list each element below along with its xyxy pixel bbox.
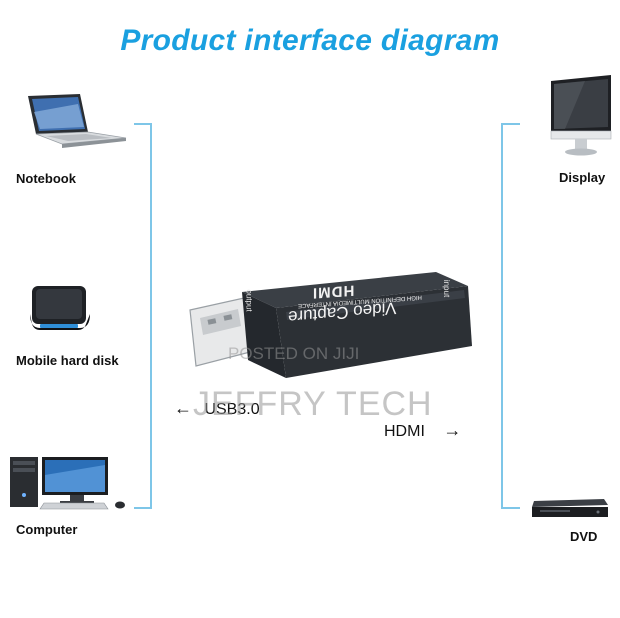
left-bracket-line bbox=[134, 123, 152, 509]
right-arrow-icon: → bbox=[443, 420, 462, 440]
hdmi-label: HDMI bbox=[384, 423, 425, 440]
desktop-computer-icon bbox=[10, 457, 125, 510]
right-bracket-line bbox=[501, 123, 520, 509]
video-capture-device bbox=[189, 272, 472, 378]
usb-label: USB3.0 bbox=[204, 401, 260, 418]
left-device-notebook: Notebook bbox=[16, 171, 76, 186]
left-arrow-icon: ← bbox=[174, 398, 192, 418]
watermark-brand: JEFFRY TECH bbox=[193, 385, 433, 423]
usb-port-label: ← USB3.0 bbox=[174, 398, 260, 419]
device-side-output: output bbox=[244, 289, 254, 312]
device-side-input: input bbox=[442, 279, 452, 298]
dvd-player-icon bbox=[532, 499, 608, 517]
device-top bbox=[242, 272, 468, 308]
monitor-icon bbox=[550, 75, 612, 156]
hard-disk-icon bbox=[30, 286, 90, 330]
left-device-mobile-hard-disk: Mobile hard disk bbox=[16, 353, 119, 368]
right-device-dvd: DVD bbox=[570, 529, 598, 544]
device-front bbox=[242, 292, 286, 378]
left-device-computer: Computer bbox=[16, 522, 78, 537]
watermark-posted: POSTED ON JIJI bbox=[228, 344, 360, 363]
page-title: Product interface diagram bbox=[120, 24, 500, 57]
right-device-display: Display bbox=[559, 170, 606, 185]
hdmi-port-label: HDMI → bbox=[384, 420, 461, 441]
laptop-icon bbox=[28, 94, 127, 148]
